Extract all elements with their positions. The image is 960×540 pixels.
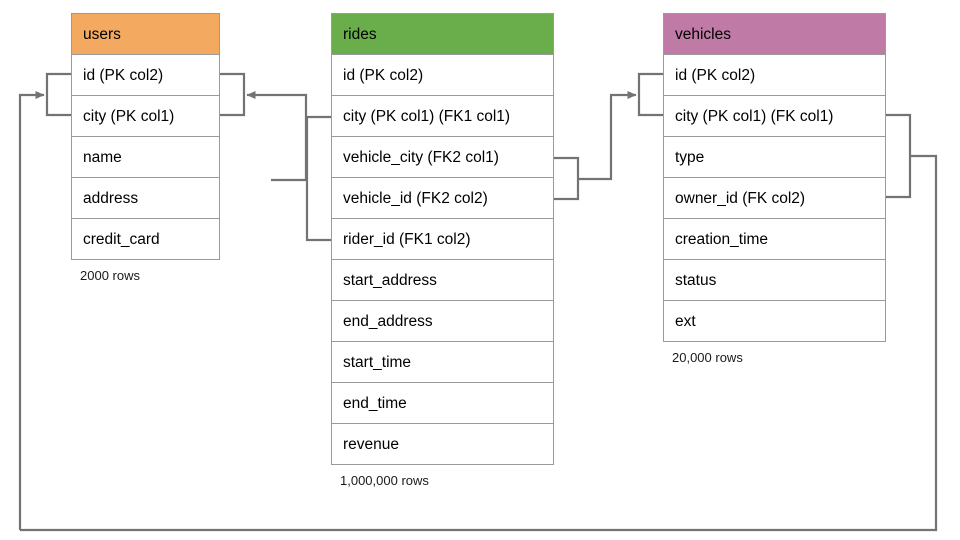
connector-rides-right-bracket — [554, 156, 580, 201]
entity-field[interactable]: end_time — [332, 383, 553, 424]
entity-header-rides: rides — [332, 14, 553, 55]
entity-field[interactable]: ext — [664, 301, 885, 342]
entity-field[interactable]: id (PK col2) — [72, 55, 219, 96]
entity-field[interactable]: revenue — [332, 424, 553, 465]
entity-field[interactable]: city (PK col1) — [72, 96, 219, 137]
entity-field[interactable]: id (PK col2) — [332, 55, 553, 96]
entity-field[interactable]: end_address — [332, 301, 553, 342]
entity-field[interactable]: creation_time — [664, 219, 885, 260]
entity-field[interactable]: address — [72, 178, 219, 219]
connector-vehicles-left-bracket — [637, 72, 663, 117]
entity-field[interactable]: start_time — [332, 342, 553, 383]
entity-field[interactable]: status — [664, 260, 885, 301]
connector-rides-to-vehicles — [578, 91, 637, 181]
entity-field[interactable]: type — [664, 137, 885, 178]
entity-field[interactable]: rider_id (FK1 col2) — [332, 219, 553, 260]
entity-field[interactable]: id (PK col2) — [664, 55, 885, 96]
connector-users-left-bracket — [45, 72, 71, 117]
connector-users-right-bracket — [220, 72, 246, 117]
row-count-label-rides: 1,000,000 rows — [340, 473, 429, 488]
entity-header-users: users — [72, 14, 219, 55]
row-count-label-users: 2000 rows — [80, 268, 140, 283]
entity-field[interactable]: owner_id (FK col2) — [664, 178, 885, 219]
entity-field[interactable]: vehicle_id (FK2 col2) — [332, 178, 553, 219]
entity-field[interactable]: city (PK col1) (FK1 col1) — [332, 96, 553, 137]
entity-field[interactable]: city (PK col1) (FK col1) — [664, 96, 885, 137]
connector-vehicles-right-bracket — [886, 113, 912, 199]
entity-header-vehicles: vehicles — [664, 14, 885, 55]
entity-field[interactable]: name — [72, 137, 219, 178]
connector-vehicles-to-users — [18, 91, 45, 530]
entity-field[interactable]: vehicle_city (FK2 col1) — [332, 137, 553, 178]
row-count-label-vehicles: 20,000 rows — [672, 350, 743, 365]
entity-field[interactable]: start_address — [332, 260, 553, 301]
connector-rides-left-bracket — [305, 115, 331, 242]
entity-field[interactable]: credit_card — [72, 219, 219, 260]
connector-rides-to-users — [246, 91, 308, 180]
